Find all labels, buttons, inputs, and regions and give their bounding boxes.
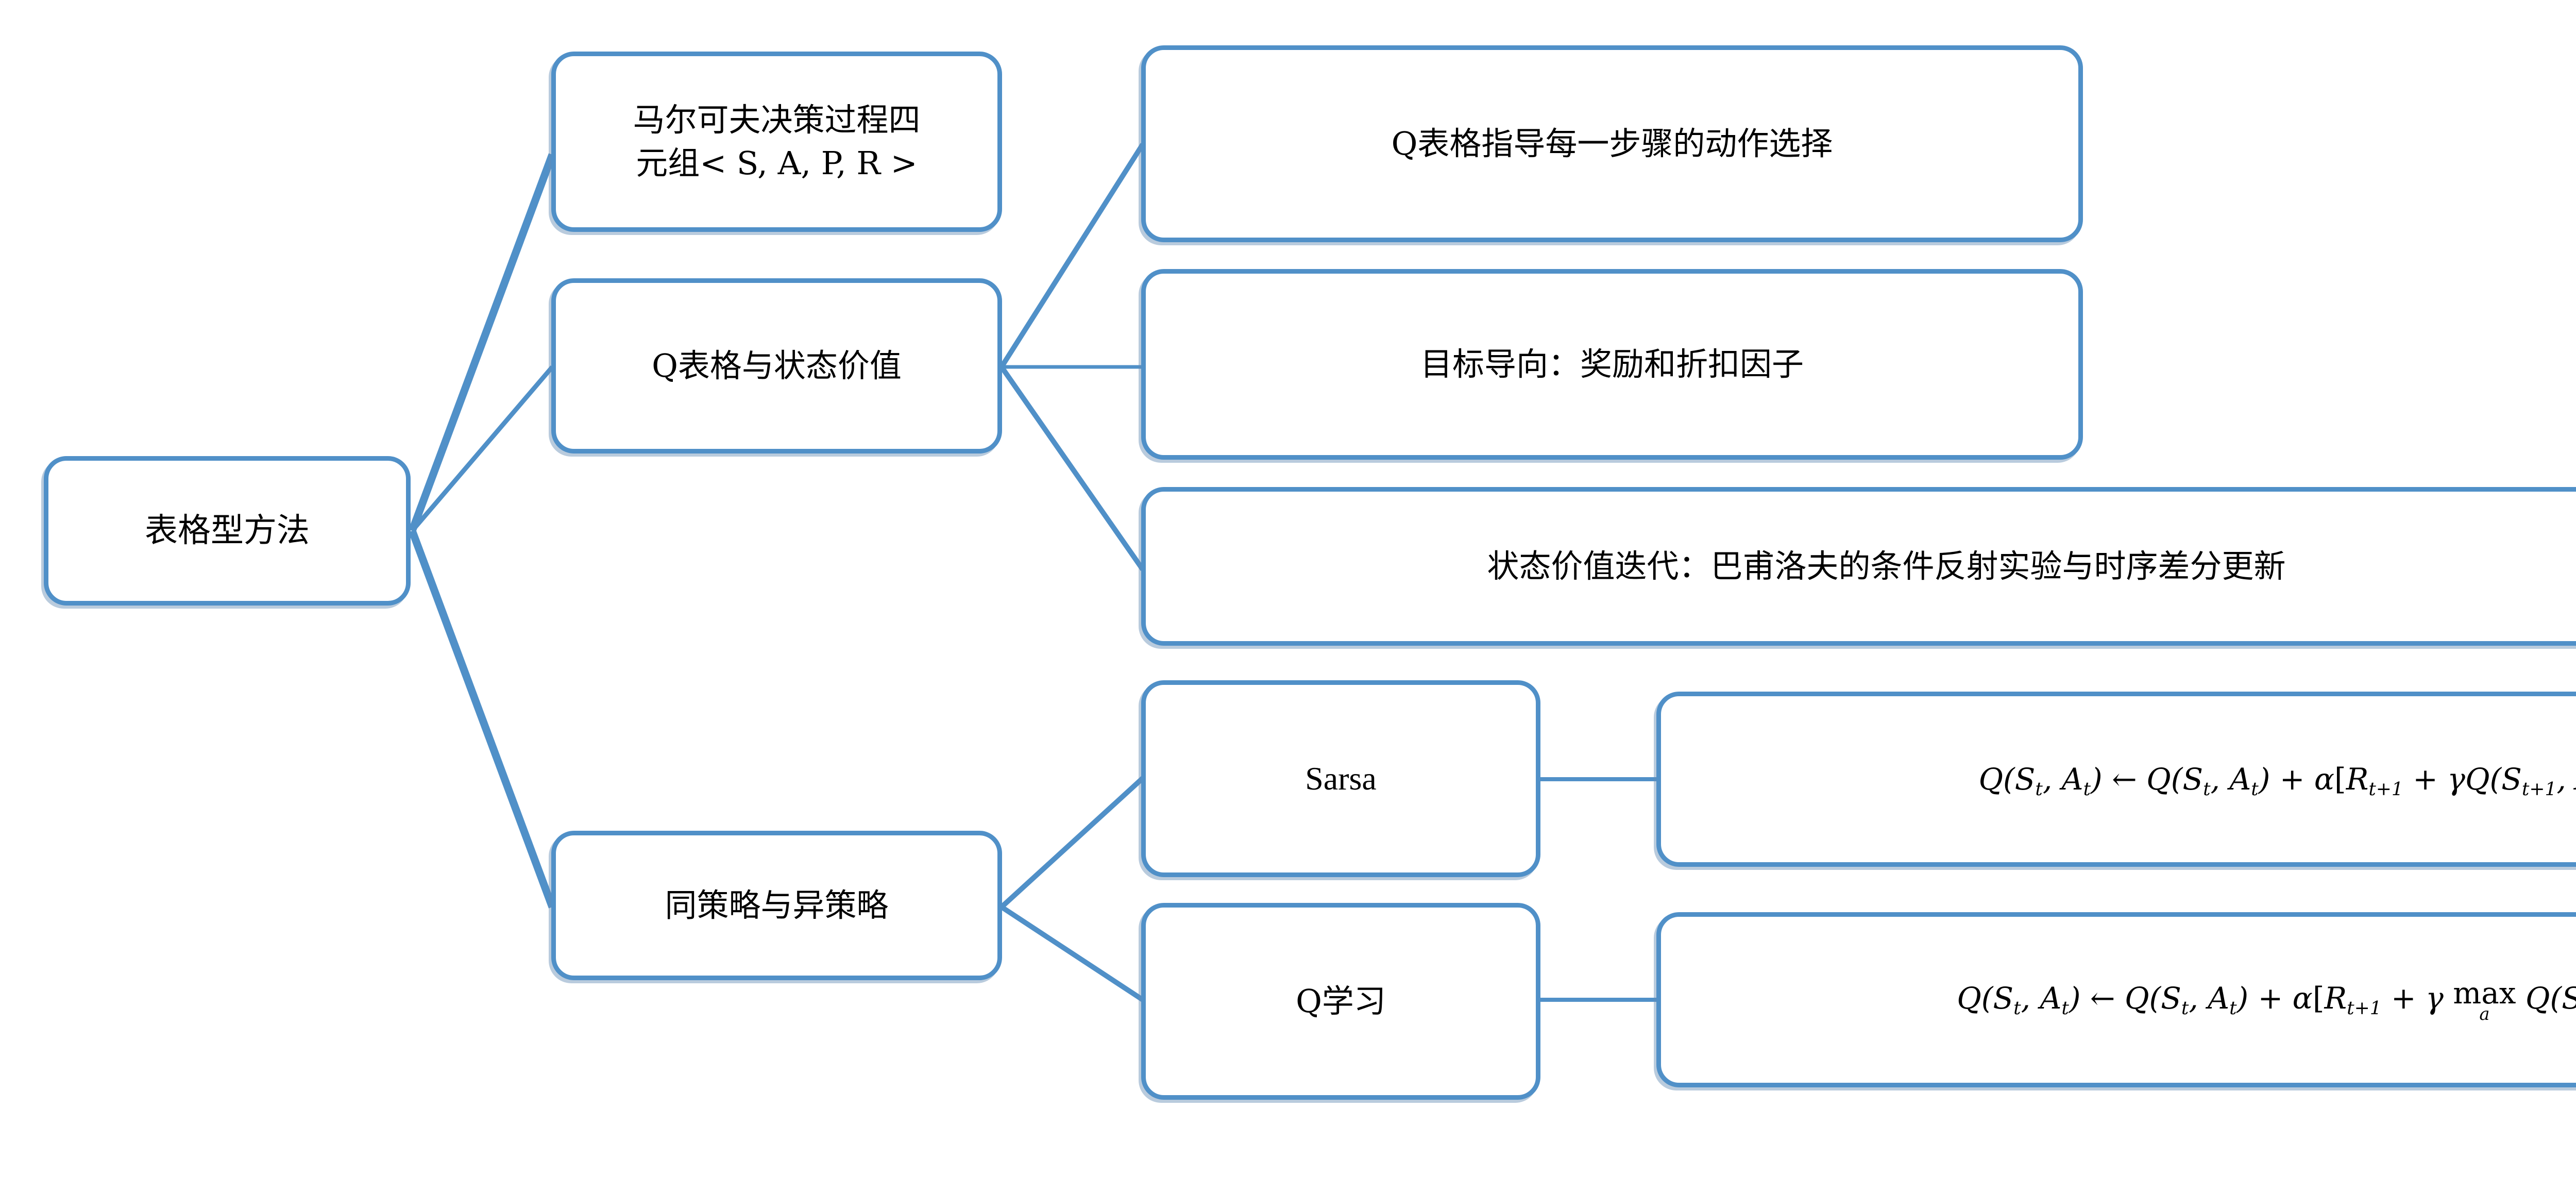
node-root[interactable]: 表格型方法 (44, 456, 411, 606)
node-mdp[interactable]: 马尔可夫决策过程四 元组< S, A, P, R > (551, 52, 1002, 232)
node-q-learning-label: Q学习 (1296, 982, 1386, 1020)
node-q-learning[interactable]: Q学习 (1141, 903, 1540, 1100)
node-on-off-policy-label: 同策略与异策略 (665, 886, 889, 925)
edge-root-policy (408, 529, 556, 909)
node-qtable-value[interactable]: Q表格与状态价值 (551, 278, 1002, 454)
node-goal-oriented-label: 目标导向：奖励和折扣因子 (1420, 345, 1804, 383)
edge-root-mdp (408, 153, 556, 532)
node-q-guides-action-label: Q表格指导每一步骤的动作选择 (1391, 125, 1833, 163)
edge-root-qtable (410, 365, 554, 532)
node-goal-oriented[interactable]: 目标导向：奖励和折扣因子 (1141, 269, 2083, 460)
edge-policy-sarsa (999, 776, 1145, 909)
node-sarsa-formula[interactable]: Q(St, At) ← Q(St, At) + α[Rt+1 + γQ(St+1… (1656, 692, 2576, 867)
node-state-value-iteration-label: 状态价值迭代：巴甫洛夫的条件反射实验与时序差分更新 (1487, 547, 2286, 585)
node-sarsa-label: Sarsa (1305, 760, 1377, 797)
node-on-off-policy[interactable]: 同策略与异策略 (551, 831, 1002, 980)
node-sarsa[interactable]: Sarsa (1141, 680, 1540, 877)
formula-sarsa: Q(St, At) ← Q(St, At) + α[Rt+1 + γQ(St+1… (1978, 761, 2576, 800)
node-mdp-label: 马尔可夫决策过程四 元组< S, A, P, R > (633, 101, 921, 182)
edge-qtable-iteration (999, 365, 1145, 571)
edge-policy-qlearning (1000, 904, 1144, 1002)
edge-qtable-guides (999, 143, 1145, 368)
node-qtable-value-label: Q表格与状态价值 (652, 347, 902, 385)
node-root-label: 表格型方法 (145, 511, 310, 550)
node-q-guides-action[interactable]: Q表格指导每一步骤的动作选择 (1141, 45, 2083, 242)
node-state-value-iteration[interactable]: 状态价值迭代：巴甫洛夫的条件反射实验与时序差分更新 (1141, 487, 2576, 646)
